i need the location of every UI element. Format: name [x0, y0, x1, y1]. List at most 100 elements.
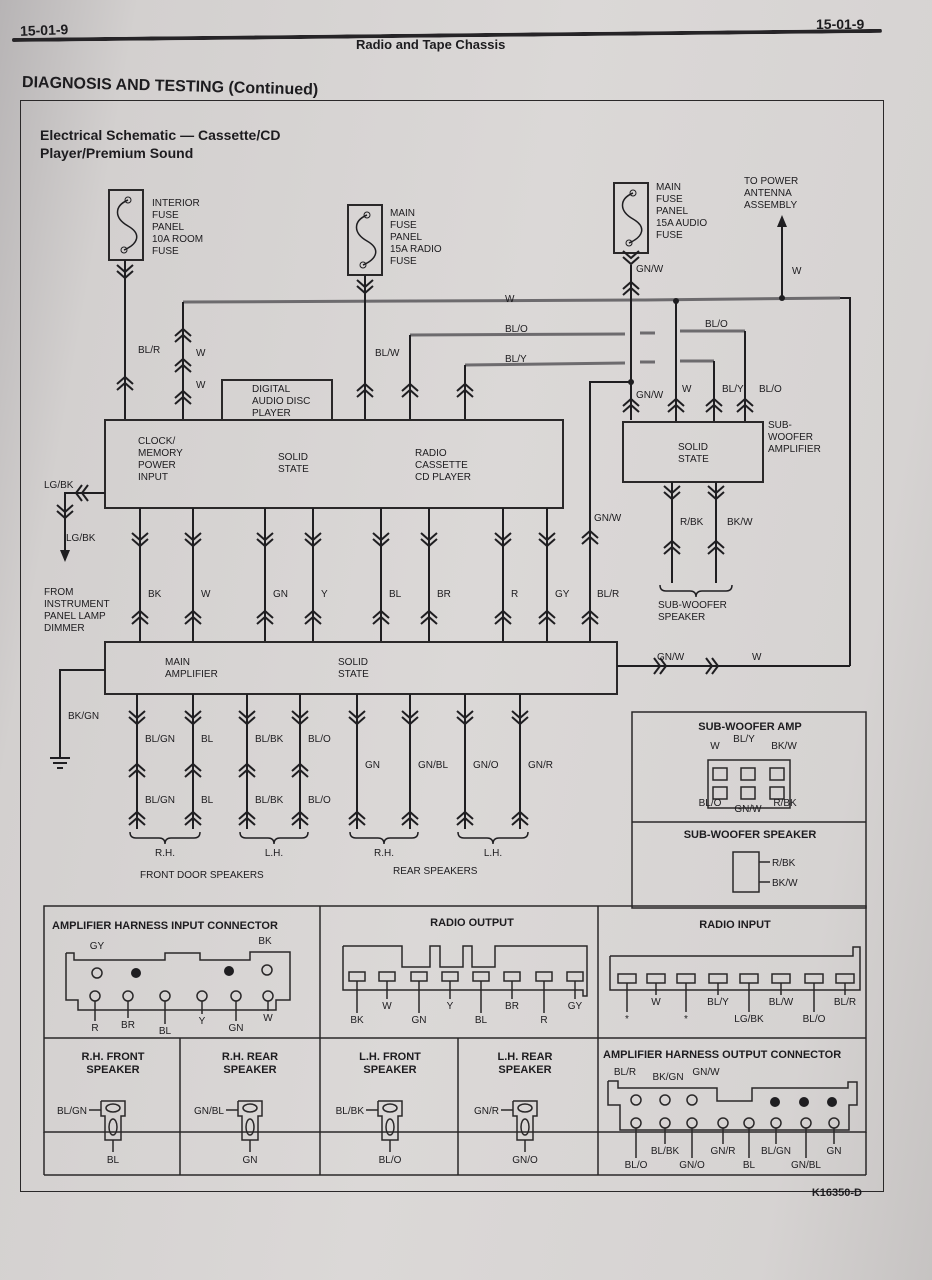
speaker-brace	[349, 831, 419, 845]
connector-chevron-icon	[131, 615, 149, 625]
fuse-terminal-icon	[363, 211, 371, 219]
pin-icon	[261, 964, 273, 976]
wire-label: GN	[273, 589, 288, 600]
connector-title: SPEAKER	[223, 1064, 276, 1076]
connector-chevron-icon	[456, 710, 474, 720]
connector-chevron-icon	[56, 510, 74, 520]
wire-label: BL/Y	[722, 384, 744, 395]
connector-chevron-icon	[736, 397, 754, 407]
connector-chevron-icon	[538, 615, 556, 625]
connector-chevron-icon	[707, 491, 725, 501]
connector-chevron-icon	[131, 532, 149, 542]
connector-chevron-icon	[707, 539, 725, 549]
pin-label: BL/GN	[57, 1106, 87, 1117]
pin-label: GN/BL	[791, 1160, 821, 1171]
dimmer-label: FROM	[44, 587, 73, 598]
connector-title: SPEAKER	[363, 1064, 416, 1076]
connector-chevron-icon	[348, 716, 366, 726]
connector-chevron-icon	[511, 716, 529, 726]
fuse-label: FUSE	[390, 256, 417, 267]
pin-label: BL/O	[803, 1014, 826, 1025]
pin-label: BL	[107, 1155, 120, 1166]
pin-label: R	[540, 1015, 547, 1026]
terminal-icon	[769, 786, 785, 800]
connector-chevron-icon	[581, 609, 599, 619]
connector-chevron-icon	[401, 716, 419, 726]
wire-label: W	[196, 348, 206, 359]
connector-chevron-icon	[116, 381, 134, 391]
terminal-icon	[740, 786, 756, 800]
pin-icon	[89, 990, 101, 1002]
fuse-terminal-icon	[124, 196, 132, 204]
connector-chevron-icon	[184, 768, 202, 778]
wire-label: R/BK	[680, 517, 704, 528]
terminal-icon	[535, 971, 553, 982]
speaker-group-label: L.H.	[265, 848, 283, 859]
fuse-terminal-icon	[359, 261, 367, 269]
connector-chevron-icon	[705, 657, 714, 675]
wire-label: BL/BK	[255, 734, 284, 745]
wire-label: BK/GN	[68, 711, 99, 722]
pin-label: W	[710, 741, 720, 752]
connector-chevron-icon	[56, 504, 74, 514]
terminal-icon	[617, 973, 637, 984]
terminal-icon	[708, 973, 728, 984]
connector-chevron-icon	[304, 538, 322, 548]
component-label: PLAYER	[252, 408, 291, 419]
connector-chevron-icon	[538, 609, 556, 619]
connector-chevron-icon	[304, 532, 322, 542]
amp-output-connector	[607, 1080, 858, 1131]
pin-label: LG/BK	[734, 1014, 764, 1025]
pin-label: BL/O	[699, 798, 722, 809]
connector-chevron-icon	[184, 615, 202, 625]
wire-label: BL/O	[705, 319, 728, 330]
fuse-label: FUSE	[152, 246, 179, 257]
connector-chevron-icon	[128, 716, 146, 726]
wire-label: BL/R	[138, 345, 160, 356]
fuse-terminal-icon	[120, 246, 128, 254]
wire-label: BL/BK	[255, 795, 284, 806]
connector-chevron-icon	[707, 485, 725, 495]
connector-chevron-icon	[348, 816, 366, 826]
connector-chevron-icon	[304, 609, 322, 619]
radio-cassette-cd-player	[104, 419, 564, 509]
connector-chevron-icon	[184, 716, 202, 726]
connector-panel-bottom	[43, 905, 867, 1133]
pin-label: GY	[568, 1001, 583, 1012]
connector-chevron-icon	[401, 382, 419, 392]
connector-chevron-icon	[238, 768, 256, 778]
pin-icon	[630, 1117, 642, 1129]
terminal-icon	[739, 973, 759, 984]
pin-label: GN/BL	[194, 1106, 224, 1117]
wire-label: GN/W	[657, 652, 685, 663]
radio-output-connector	[342, 945, 588, 997]
pin-label: BL/GN	[761, 1146, 791, 1157]
connector-chevron-icon	[705, 397, 723, 407]
terminal-icon	[382, 1103, 398, 1113]
pin-icon	[262, 990, 274, 1002]
wire-label: BL/GN	[145, 795, 175, 806]
connector-chevron-icon	[291, 710, 309, 720]
pin-label: GN/R	[474, 1106, 499, 1117]
figure-frame	[20, 100, 884, 1192]
connector-chevron-icon	[131, 538, 149, 548]
connector-chevron-icon	[356, 388, 374, 398]
terminal-icon	[712, 767, 728, 781]
pin-label: GN/W	[692, 1067, 720, 1078]
fuse-label: PANEL	[656, 206, 688, 217]
pin-label: GN/W	[734, 804, 762, 815]
connector-chevron-icon	[456, 388, 474, 398]
lh-rear-speaker-connector	[512, 1100, 538, 1141]
pin-label: BL/BK	[336, 1106, 365, 1117]
connector-chevron-icon	[663, 539, 681, 549]
pin-icon	[686, 1117, 698, 1129]
connector-chevron-icon	[659, 657, 668, 675]
fuse-terminal-icon	[625, 239, 633, 247]
bus-w	[182, 298, 646, 304]
connector-chevron-icon	[184, 762, 202, 772]
fuse-label: 15A AUDIO	[656, 218, 707, 229]
connector-chevron-icon	[711, 657, 720, 675]
pin-label: GY	[90, 941, 105, 952]
component-label: AUDIO DISC	[252, 396, 310, 407]
wire-label: W	[505, 294, 515, 305]
